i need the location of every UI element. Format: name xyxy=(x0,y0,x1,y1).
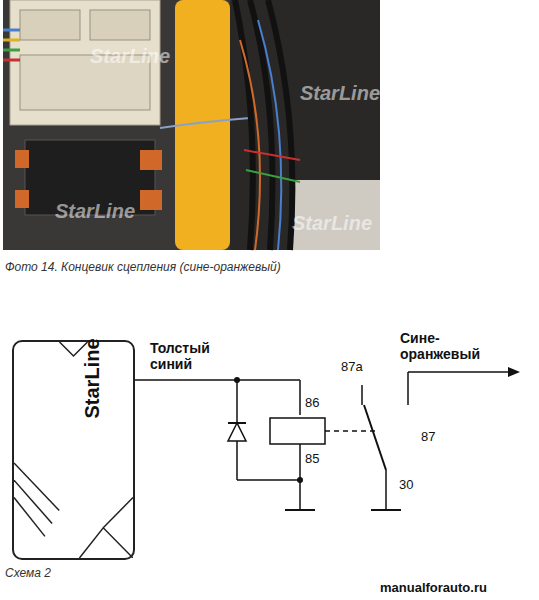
watermark: StarLine xyxy=(300,82,380,105)
pin-number: 85 xyxy=(304,452,320,466)
watermark: StarLine xyxy=(292,212,372,235)
brand-label: StarLine xyxy=(81,338,104,418)
wire-label: Сине-оранжевый xyxy=(400,330,490,362)
watermark: StarLine xyxy=(55,200,135,223)
watermark: StarLine xyxy=(90,45,170,68)
wire-label: Толстый синий xyxy=(150,340,230,372)
alarm-unit-box: StarLine xyxy=(12,340,135,560)
pin-number: 86 xyxy=(304,396,320,410)
pin-number: 87a xyxy=(340,360,364,374)
photo-caption: Фото 14. Концевик сцепления (сине-оранже… xyxy=(5,260,281,274)
diagram-caption: Схема 2 xyxy=(5,566,51,580)
unit-decoration xyxy=(14,342,133,558)
pin-number: 30 xyxy=(398,478,414,492)
watermark: manualforauto.ru xyxy=(380,580,487,595)
pin-number: 87 xyxy=(420,430,436,444)
